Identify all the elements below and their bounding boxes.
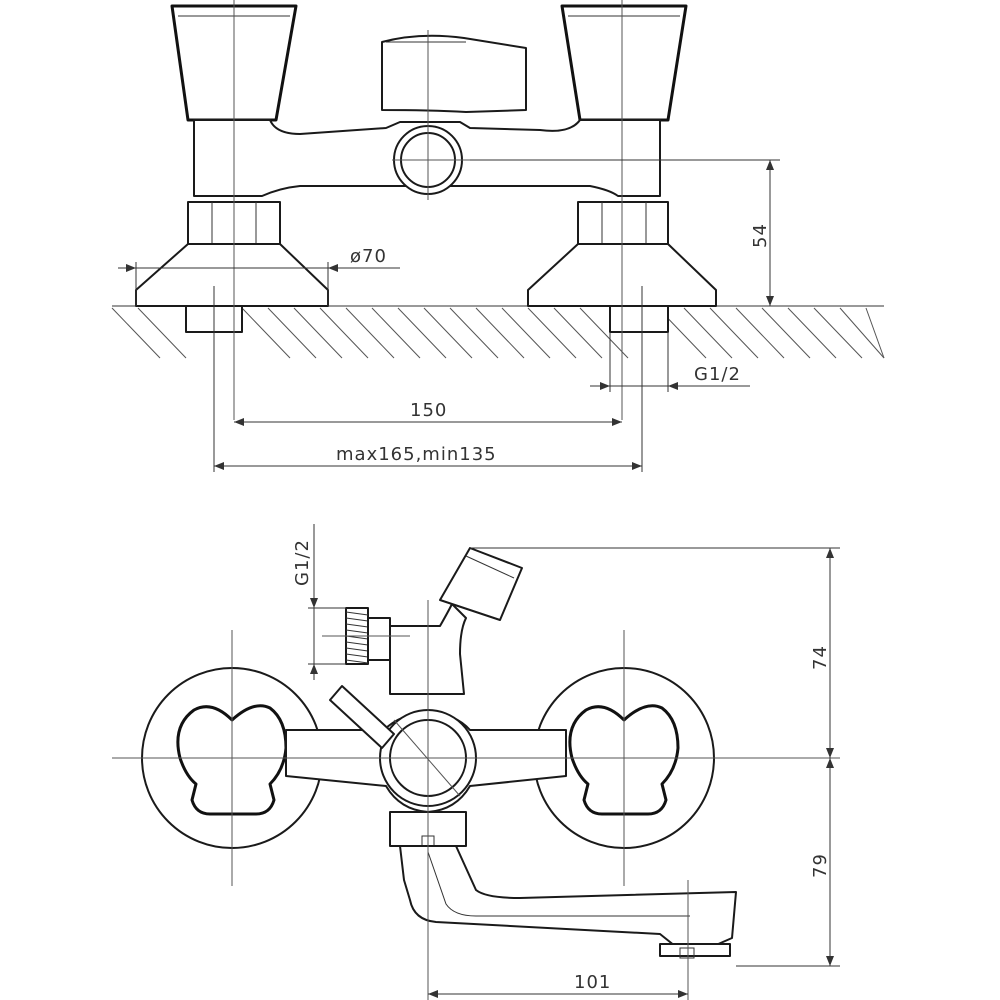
thread-groove — [345, 617, 369, 622]
hatch-line — [813, 307, 863, 359]
left-flange — [135, 243, 329, 307]
right-nut — [577, 201, 669, 245]
wall-hatching — [111, 305, 885, 359]
hatch-line — [319, 307, 369, 359]
thread-groove — [345, 611, 369, 616]
dim-flange-diameter: ø70 — [350, 246, 387, 267]
dim-height-54: 54 — [750, 223, 771, 248]
hatch-line — [761, 307, 811, 359]
hatch-line — [709, 307, 759, 359]
hatch-line — [553, 307, 603, 359]
right-inlet-pipe — [609, 305, 669, 333]
dim-inlet-spacing: 150 — [410, 400, 447, 421]
hatch-line — [423, 307, 473, 359]
hatch-line — [787, 307, 837, 359]
hatch-line — [501, 307, 551, 359]
dim-upper-height: 74 — [810, 645, 831, 670]
top-view: 54 ø70 G1/2 150 max165,min135 — [111, 0, 885, 472]
hatch-line — [735, 307, 785, 359]
hatch-line — [839, 307, 885, 359]
dim-inlet-thread: G1/2 — [694, 364, 741, 385]
hatch-line — [111, 307, 161, 359]
right-handle — [560, 4, 688, 122]
hatch-line — [475, 307, 525, 359]
thread-groove — [345, 629, 369, 634]
spout — [399, 845, 737, 953]
dim-adjustable-spacing: max165,min135 — [336, 444, 497, 465]
hatch-line — [293, 307, 343, 359]
thread-groove — [345, 659, 369, 664]
hatch-line — [137, 307, 187, 359]
thread-groove — [345, 623, 369, 628]
hatch-line — [579, 307, 629, 359]
hatch-line — [397, 307, 447, 359]
front-view: G1/2 74 79 101 — [112, 524, 840, 1000]
dim-lower-height: 79 — [810, 853, 831, 878]
hatch-line — [527, 307, 577, 359]
dim-spout-reach: 101 — [574, 972, 611, 993]
hatch-line — [865, 307, 885, 359]
diverter-lever — [329, 685, 395, 749]
hatch-line — [449, 307, 499, 359]
hatch-line — [683, 307, 733, 359]
hatch-line — [371, 307, 421, 359]
dim-outlet-thread: G1/2 — [292, 539, 313, 586]
hatch-line — [241, 307, 291, 359]
aerator — [659, 943, 731, 957]
shower-connector — [439, 547, 523, 621]
thread-groove — [345, 647, 369, 652]
thread-groove — [345, 641, 369, 646]
thread-groove — [345, 653, 369, 658]
diverter-knob — [381, 34, 527, 113]
hatch-line — [345, 307, 395, 359]
hatch-line — [267, 307, 317, 359]
